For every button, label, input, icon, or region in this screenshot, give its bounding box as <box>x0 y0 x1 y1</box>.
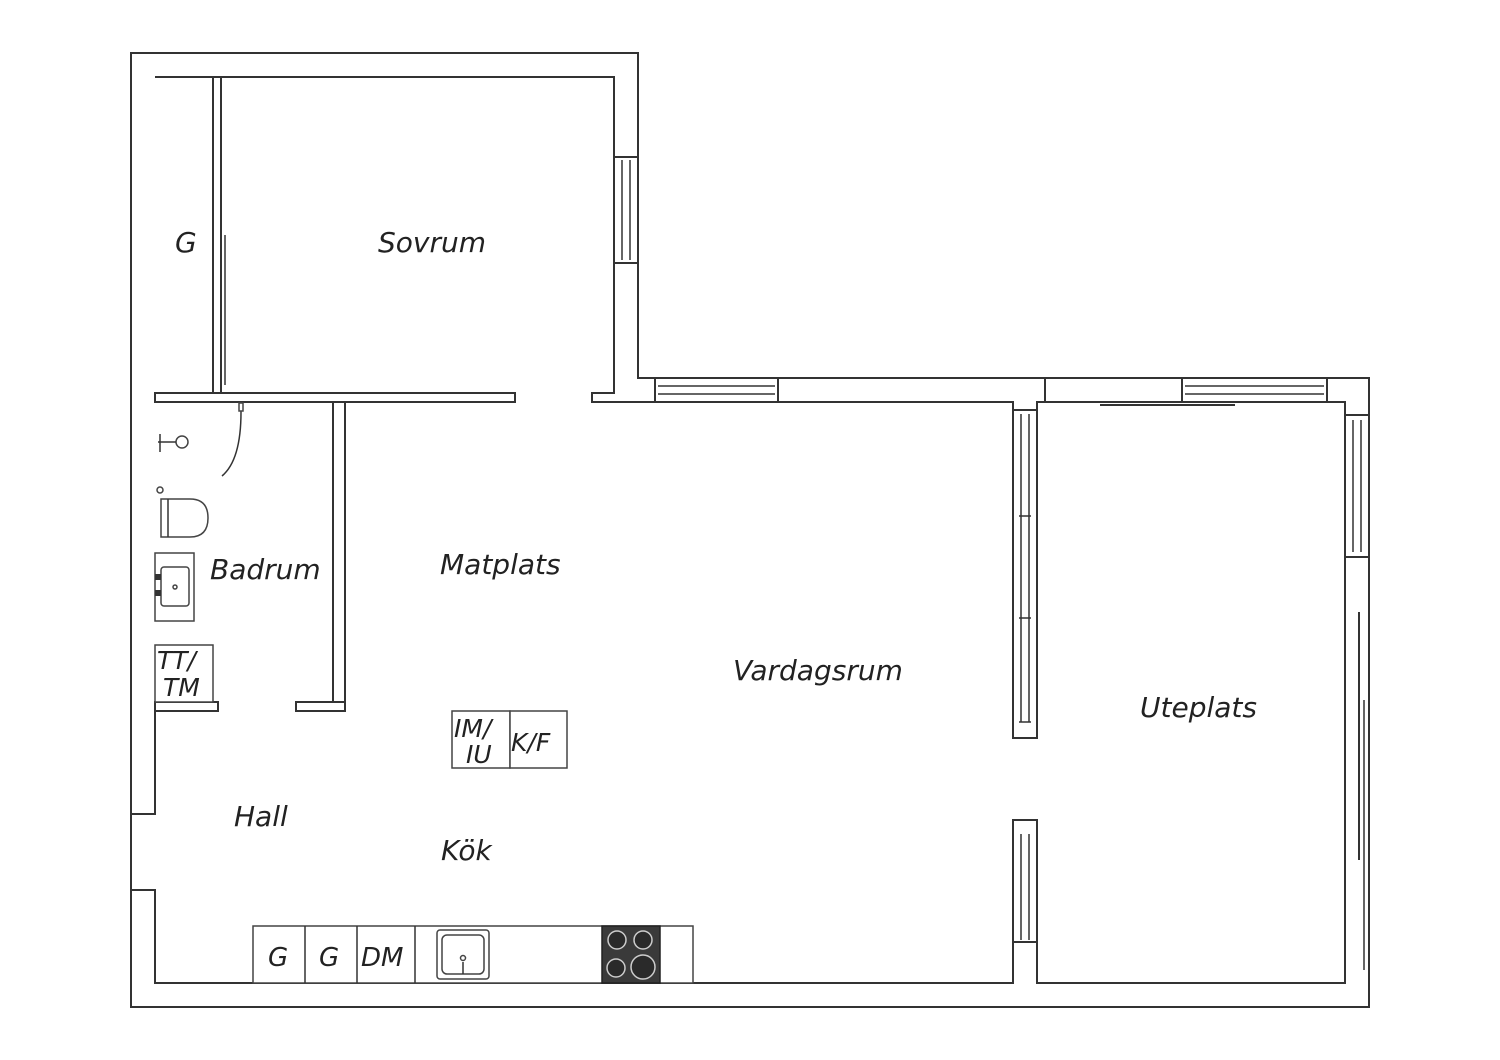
tt-tm-box: TT/ TM <box>154 644 214 703</box>
im-label-line2: IU <box>466 740 492 769</box>
toilet <box>160 498 209 538</box>
room-label-matplats: Matplats <box>440 548 561 581</box>
washbasin <box>154 552 195 622</box>
badrum-walls <box>154 401 346 712</box>
uteplats-window-upper <box>1344 414 1370 558</box>
room-label-garderob: G <box>175 226 197 259</box>
dm-label: DM <box>361 943 403 973</box>
top-window-left <box>654 377 779 403</box>
glazed-partition-lower <box>1012 819 1038 943</box>
kitchen-sink <box>436 929 490 980</box>
glazed-partition-upper <box>1012 409 1038 739</box>
im-label-line1: IM/ <box>454 714 494 743</box>
room-label-sovrum: Sovrum <box>378 226 486 259</box>
room-label-uteplats: Uteplats <box>1140 691 1257 724</box>
uteplats-sliding-door <box>1358 612 1365 970</box>
g-cabinet-2-label: G <box>319 943 339 973</box>
room-label-badrum: Badrum <box>210 553 321 586</box>
top-window-right <box>1181 377 1328 403</box>
top-wall-junction <box>1044 378 1235 406</box>
g-cabinet-1-label: G <box>268 943 288 973</box>
room-label-hall: Hall <box>234 800 288 833</box>
room-labels: G Sovrum Badrum Matplats Vardagsrum Utep… <box>175 226 1257 867</box>
sovrum-window <box>613 156 639 264</box>
stove <box>601 925 661 984</box>
tt-label-line2: TM <box>163 673 200 702</box>
exterior-walls <box>130 52 1370 1008</box>
kf-label: K/F <box>511 728 551 757</box>
shower <box>156 402 244 494</box>
tt-label-line1: TT/ <box>157 646 199 675</box>
room-label-vardagsrum: Vardagsrum <box>733 654 903 687</box>
room-label-kok: Kök <box>441 834 493 867</box>
appliance-units: IM/ IU K/F <box>451 710 568 769</box>
